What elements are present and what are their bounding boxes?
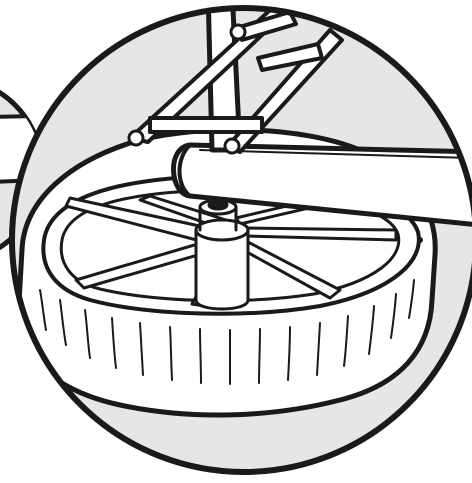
frame-tube-end-cap (177, 143, 192, 198)
main-detail-circle (9, 5, 472, 475)
wheel-hub (194, 198, 250, 311)
truss-joint-caps (127, 23, 247, 155)
frame-tube-highlight (199, 149, 471, 159)
rim-valve-mark (417, 237, 423, 243)
wheel-rim-inner (59, 188, 401, 303)
tire-tread-lines (39, 279, 415, 385)
main-detail-circle-border (9, 5, 472, 475)
frame-tube-horizontal (171, 142, 472, 228)
